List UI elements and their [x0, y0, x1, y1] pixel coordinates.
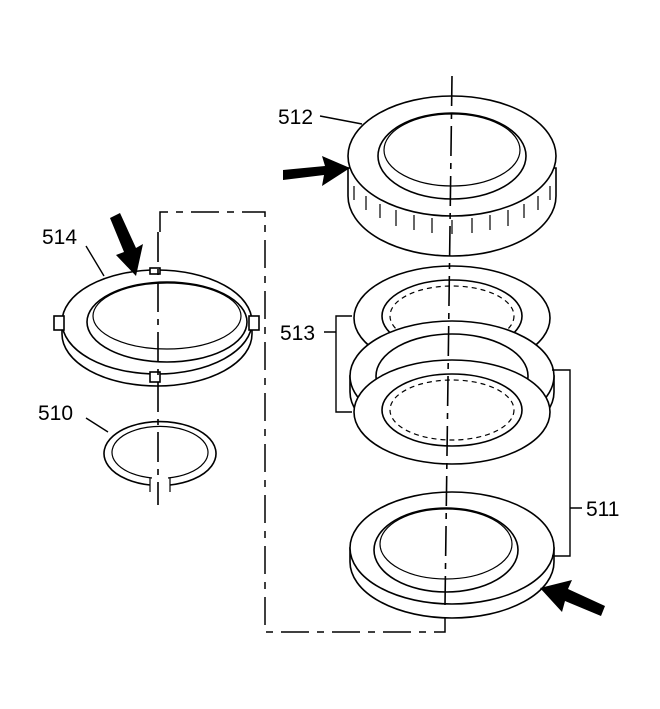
- leader-510: [85, 417, 109, 433]
- plate-514: [53, 267, 260, 387]
- plate-514-lug-left: [53, 315, 65, 331]
- arrow-pointer-511: [540, 580, 605, 616]
- bracket-511: [552, 369, 582, 557]
- right-stack-axis: [444, 75, 453, 606]
- callout-513: 513: [280, 322, 315, 345]
- arrow-pointer-514: [110, 213, 143, 276]
- plate-514-lug-bottom: [149, 371, 161, 383]
- plate-514-lug-right: [248, 315, 260, 331]
- snap-ring-outer: [103, 420, 217, 486]
- plate-514-bore-edge: [92, 282, 242, 350]
- friction-lower-inner: [381, 373, 523, 447]
- friction-lower-splines: [389, 379, 515, 441]
- snap-ring-inner: [111, 425, 209, 479]
- snap-ring-510: [103, 420, 217, 492]
- reaction-plate-512: [347, 95, 557, 257]
- steel-plate-511-bottom: [349, 491, 555, 619]
- callout-512: 512: [278, 106, 313, 129]
- plate-514-lug-top: [149, 267, 161, 275]
- callout-510: 510: [38, 402, 73, 425]
- leader-514: [85, 245, 105, 277]
- callout-511: 511: [586, 498, 619, 521]
- bracket-513: [324, 315, 352, 413]
- friction-plate-513-lower: [353, 359, 551, 465]
- assembly-path-line: [159, 211, 446, 633]
- plate-512-teeth: [353, 186, 551, 234]
- leader-512: [319, 115, 363, 125]
- plate-514-bore: [86, 281, 248, 363]
- plate-512-bore: [377, 112, 527, 200]
- arrow-pointer-512: [283, 156, 350, 186]
- callout-514: 514: [42, 226, 77, 249]
